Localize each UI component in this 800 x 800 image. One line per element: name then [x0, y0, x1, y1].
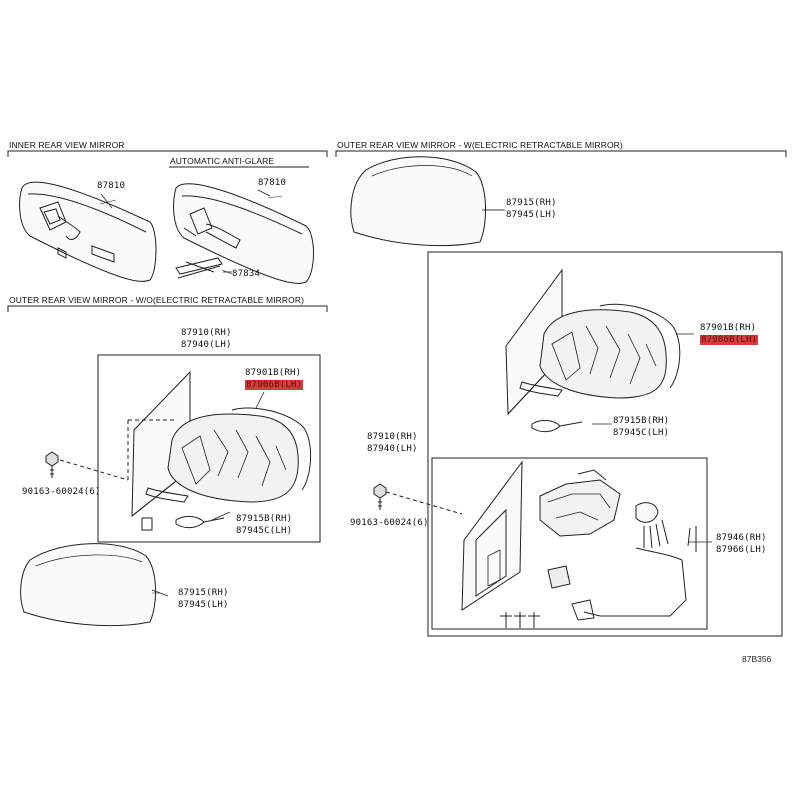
- part-87906b-lh-right-label[interactable]: 87906B(LH): [700, 335, 759, 346]
- outer-wo-section-title: OUTER REAR VIEW MIRROR - W/O(ELECTRIC RE…: [9, 295, 305, 305]
- part-87945c-lh-right-label[interactable]: 87945C(LH): [613, 428, 670, 438]
- part-87966-lh-label[interactable]: 87966(LH): [716, 545, 767, 555]
- outer-wo-mirror-drawing: [59, 370, 312, 531]
- bolt-drawing-left: [45, 451, 59, 478]
- part-87946-rh-label[interactable]: 87946(RH): [716, 533, 767, 543]
- outer-wo-section-rule: [7, 305, 328, 312]
- callout-leaders: [99, 195, 506, 594]
- part-87910-rh-label[interactable]: 87910(RH): [181, 328, 232, 338]
- retract-unit-box: [431, 457, 708, 630]
- inner-mirror-drawing: [19, 181, 157, 282]
- part-87901b-rh-right-label[interactable]: 87901B(RH): [700, 323, 757, 333]
- auto-glare-mirror-drawing: [173, 183, 314, 284]
- retract-unit-drawing: [461, 460, 712, 628]
- highlight-87906b-lh-right: 87906B(LH): [700, 335, 759, 345]
- part-87915b-rh-label[interactable]: 87915B(RH): [236, 514, 293, 524]
- part-87834-label[interactable]: 87834: [232, 269, 261, 279]
- inner-mirror-section-rule: [7, 150, 328, 157]
- mirror-cover-left-drawing: [20, 543, 169, 627]
- outer-w-assembly-box: [427, 251, 783, 637]
- part-87915-rh-label[interactable]: 87915(RH): [178, 588, 229, 598]
- bolt-drawing-right: [373, 483, 463, 515]
- inner-mirror-section-title: INNER REAR VIEW MIRROR: [9, 140, 125, 150]
- auto-glare-subtitle: AUTOMATIC ANTI-GLARE: [170, 156, 275, 166]
- highlight-87906b-lh: 87906B(LH): [245, 380, 304, 390]
- outer-wo-assembly-box: [97, 354, 321, 543]
- part-90163-right-label[interactable]: 90163-60024(6): [350, 518, 429, 528]
- outer-w-section-title: OUTER REAR VIEW MIRROR - W(ELECTRIC RETR…: [337, 140, 623, 150]
- part-87810-auto-label[interactable]: 87810: [258, 178, 287, 188]
- part-87810-label[interactable]: 87810: [97, 181, 126, 191]
- part-87910-rh-right-label[interactable]: 87910(RH): [367, 432, 418, 442]
- mirror-cover-right-drawing: [350, 156, 504, 247]
- part-87945-lh-label[interactable]: 87945(LH): [178, 600, 229, 610]
- part-87945-lh-right-label[interactable]: 87945(LH): [506, 210, 557, 220]
- outer-w-mirror-drawing: [505, 268, 694, 433]
- outer-w-section-rule: [335, 150, 787, 157]
- part-90163-label[interactable]: 90163-60024(6): [22, 487, 101, 497]
- diagram-reference-code: 87B356: [742, 654, 772, 664]
- part-87915-rh-right-label[interactable]: 87915(RH): [506, 198, 557, 208]
- part-87901b-rh-label[interactable]: 87901B(RH): [245, 368, 302, 378]
- part-87906b-lh-label[interactable]: 87906B(LH): [245, 380, 304, 391]
- part-87915b-rh-right-label[interactable]: 87915B(RH): [613, 416, 670, 426]
- part-87940-lh-right-label[interactable]: 87940(LH): [367, 444, 418, 454]
- part-87940-lh-label[interactable]: 87940(LH): [181, 340, 232, 350]
- part-87945c-lh-label[interactable]: 87945C(LH): [236, 526, 293, 536]
